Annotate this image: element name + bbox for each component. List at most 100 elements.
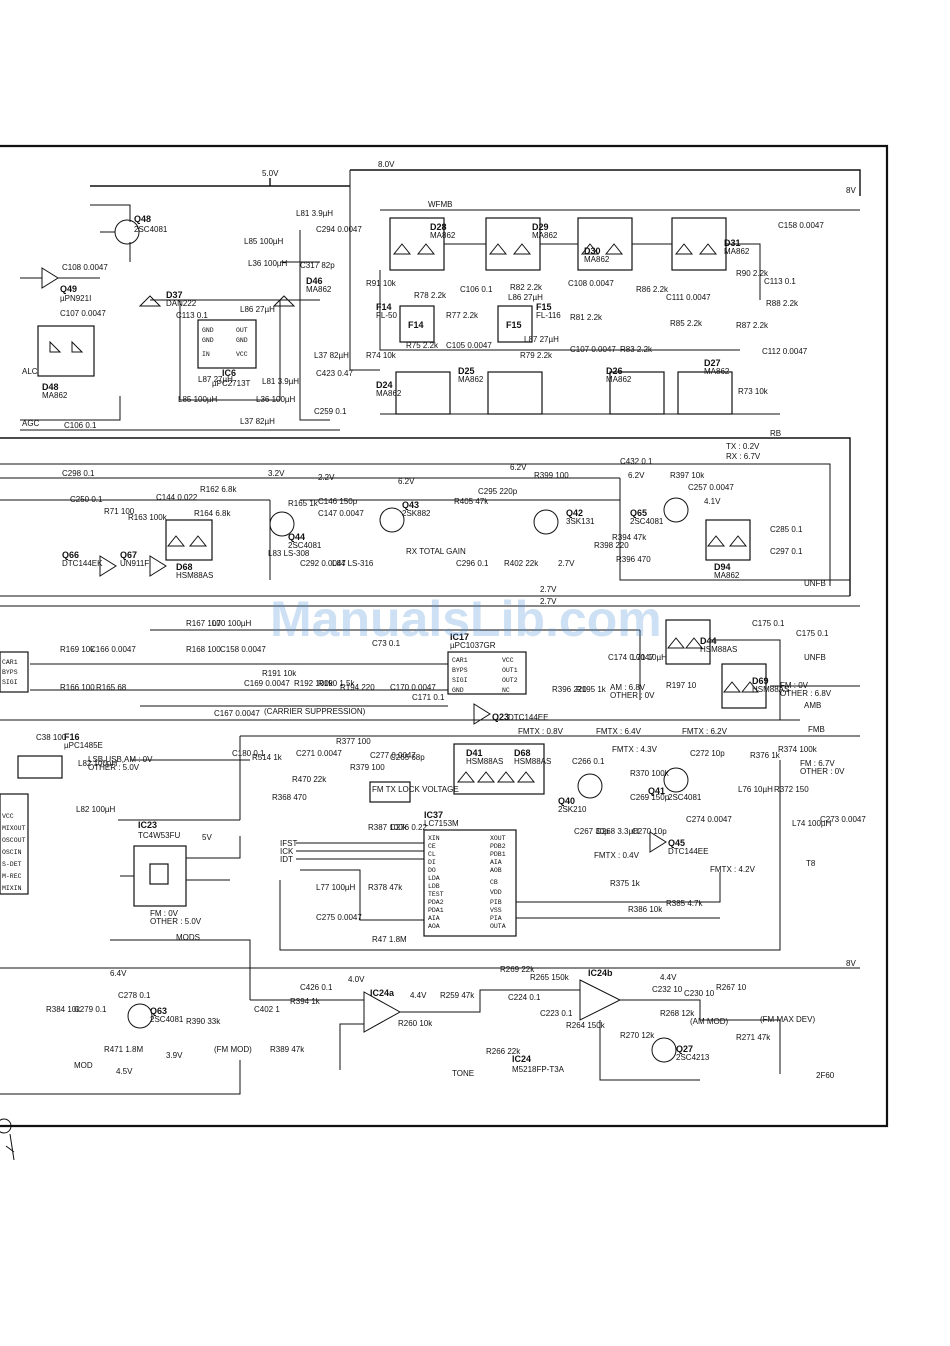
left-ic-pin-5: OSCOUT [2,837,26,844]
l83-label: C147 0.0047 [318,509,364,518]
q27-symbol [651,1037,677,1063]
ic37-pin-l8: TEST [428,891,444,898]
q41-ref: Q41 [648,786,665,796]
fmb-label: FMB [808,725,825,734]
r405-label: R165 1k [288,499,319,508]
q45-part: DTC144EE [668,847,708,856]
v27b-label: 2.7V [540,585,557,594]
ic37-pins-right: XOUT PDB2 PDB1 AIA AOB CB VDD PIB VSS PI… [490,835,506,930]
c232-label: R264 150k [566,1021,606,1030]
q40-ref: Q40 [558,796,575,806]
c273-label: R376 1k [750,751,781,760]
c426-label: R384 10k [46,1005,81,1014]
d22-symbol [138,295,162,307]
r374-label: C272 10p [690,749,725,758]
r70-label: C106 0.1 [64,421,97,430]
l84-label: R405 47k [454,497,489,506]
c266-label: R379 100 [350,763,385,772]
d48-box [665,619,711,665]
l86-label: L86 27µH [508,293,543,302]
q67-ref: Q67 [120,550,137,560]
q63-part: 2SC4081 [150,1015,184,1024]
q44-part: 2SC4081 [288,541,322,550]
r78-label: R78 2.2k [414,291,447,300]
r193-label: R190 1.5k [318,679,355,688]
c250-label: L36 100µH [256,395,296,404]
edge-connectors [0,1118,15,1161]
left-ic-pin-2: SIGI [2,679,18,686]
d24-box [395,371,451,415]
r73-label: R73 10k [738,387,769,396]
d68-ref: D68 [514,748,531,758]
ic37-pin-r1: XOUT [490,835,506,842]
d37-part: MA862 [42,391,68,400]
r378-label: R385 4.7k [666,899,703,908]
q43-part: 2SK882 [402,509,431,518]
agc-label: AGC [22,419,40,428]
q23-ref: Q23 [492,712,509,722]
mod-section: IC23 TC4W53FU FM : 0V OTHER : 5.0V 5V MO… [0,820,860,1095]
r471-label: R47 1.8M [372,935,407,944]
t8-label: T8 [806,859,816,868]
d68-part: HSM88AS [514,757,551,766]
wfmb-label: WFMB [428,200,452,209]
ic37-pin-l2: CE [428,843,436,850]
r82-label: R82 2.2k [510,283,543,292]
d31-box [671,217,727,271]
other-0: OTHER : 0V [800,767,845,776]
c100-label: L87 27µH [198,375,233,384]
r375-label: C274 0.0047 [686,815,732,824]
r368-label: C180 0.1 [232,749,265,758]
ic37-pin-l10: PDA1 [428,907,444,914]
r195-label: R195 1k [576,685,607,694]
f15-ref: F15 [536,302,552,312]
d27-ref: D27 [704,358,721,368]
d29-ref: D29 [532,222,549,232]
l71-label: L71 10µH [632,653,667,662]
r273-label: R270 12k [620,1031,655,1040]
c317-label: C317 82p [300,261,335,270]
q63-symbol [127,1003,153,1029]
c277-label: C276 0.22 [390,823,427,832]
ic24-name: IC24 [512,1054,531,1064]
c275-label: R386 10k [628,905,663,914]
v27-label: 2.7V [558,559,575,568]
d25-part: MA862 [458,375,484,384]
d31-ref: D31 [724,238,741,248]
c294-label: C294 0.0047 [316,225,362,234]
q41-part: 2SC4081 [668,793,702,802]
r377-label: R470 22k [292,775,327,784]
c167-label: R166 100 [60,683,95,692]
ic37-pin-r10: PIA [490,915,502,922]
c146-label: R162 6.8k [200,485,237,494]
left-ic-pin-9: MIXIN [2,885,22,892]
r463-label: C279 0.1 [74,1005,107,1014]
ic37-pin-r9: VSS [490,907,502,914]
r400-label: C292 0.0047 [300,559,346,568]
r74-label: R74 10k [366,351,397,360]
unfb-label: UNFB [804,579,826,588]
c108-label: C108 0.0047 [568,279,614,288]
r164-label: R163 100k [128,513,168,522]
v40-label: 4.0V [348,975,365,984]
c402-label: R390 33k [186,1017,221,1026]
ic37-pin-l3: CL [428,851,436,858]
d28-part: MA862 [430,231,456,240]
q43-symbol [379,507,405,533]
c106-label: C106 0.1 [460,285,493,294]
ic37-pin-l11: AIA [428,915,440,922]
c432-label: C432 0.1 [620,457,653,466]
q49-part: µPN921I [60,294,91,303]
r264-label: R260 10k [398,1019,433,1028]
c295-label: C146 150p [318,497,358,506]
v5-label: 5V [202,833,212,842]
ic23-switch [149,863,169,885]
ic6-name: IC6 [222,368,236,378]
left-ic-box [0,793,29,895]
c174-label: C174 0.0047 [608,653,654,662]
q27-part: 2SC4213 [676,1053,710,1062]
fmtx-08: FMTX : 0.8V [518,727,564,736]
ic24-part: M5218FP-T3A [512,1065,565,1074]
left-ic-pin-1: BYPS [2,669,18,676]
c38-label: R396 220 [552,685,587,694]
